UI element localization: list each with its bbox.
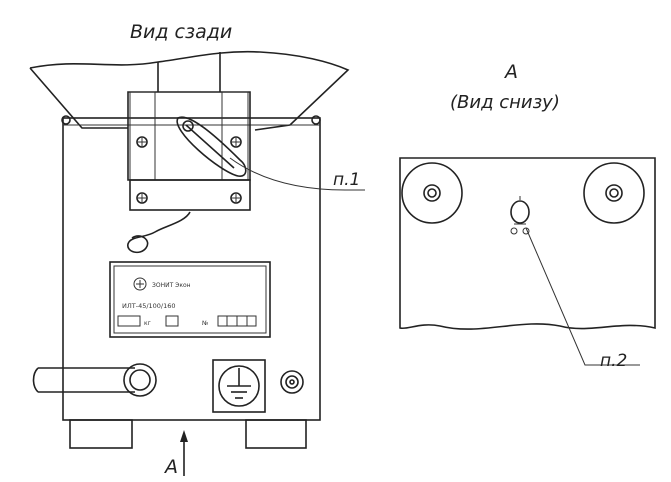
housing-body xyxy=(62,117,321,421)
nameplate: ЗОНИТ Экон ИЛТ-45/100/160 кг № xyxy=(109,261,271,338)
view-a-title: А xyxy=(503,61,518,83)
leader-item-1 xyxy=(229,157,365,191)
bracket-left-plate xyxy=(129,91,156,181)
ground-screw-icon xyxy=(280,370,304,394)
hopper-outline xyxy=(29,50,350,131)
device-rear-view: ЗОНИТ Экон ИЛТ-45/100/160 кг № xyxy=(29,50,350,449)
bracket-base xyxy=(129,179,251,211)
leader-item-2 xyxy=(525,227,640,366)
nameplate-field-2 xyxy=(165,315,179,327)
cable-hook xyxy=(127,211,191,254)
foot-left xyxy=(69,419,133,449)
bottom-foot-right xyxy=(583,162,645,224)
nameplate-model: ИЛТ-45/100/160 xyxy=(122,302,176,310)
foot-right xyxy=(245,419,307,449)
nameplate-brand: ЗОНИТ Экон xyxy=(152,282,191,289)
nameplate-field-1 xyxy=(117,315,141,327)
screw-left-icon xyxy=(61,115,71,125)
bottom-sensor-icon xyxy=(510,196,530,235)
item-1-label: п.1 xyxy=(333,170,360,190)
rear-view-title: Вид сзади xyxy=(130,21,232,43)
screw-right-icon xyxy=(311,115,321,125)
bottom-foot-left xyxy=(401,162,463,224)
hopper-spout xyxy=(157,52,221,92)
bottom-view-title: (Вид снизу) xyxy=(450,92,560,113)
ground-terminal xyxy=(212,359,266,413)
arrow-a-label: А xyxy=(163,456,178,478)
bracket-screws xyxy=(136,136,242,204)
lever-handle xyxy=(176,116,247,177)
nameplate-field-label-1: кг xyxy=(144,320,151,327)
power-cable xyxy=(32,363,157,397)
brand-logo-icon xyxy=(133,277,147,291)
nameplate-field-label-2: № xyxy=(202,320,208,327)
item-2-label: п.2 xyxy=(600,351,627,371)
bottom-view-plate xyxy=(399,157,656,330)
view-arrow-a: А xyxy=(163,430,188,478)
